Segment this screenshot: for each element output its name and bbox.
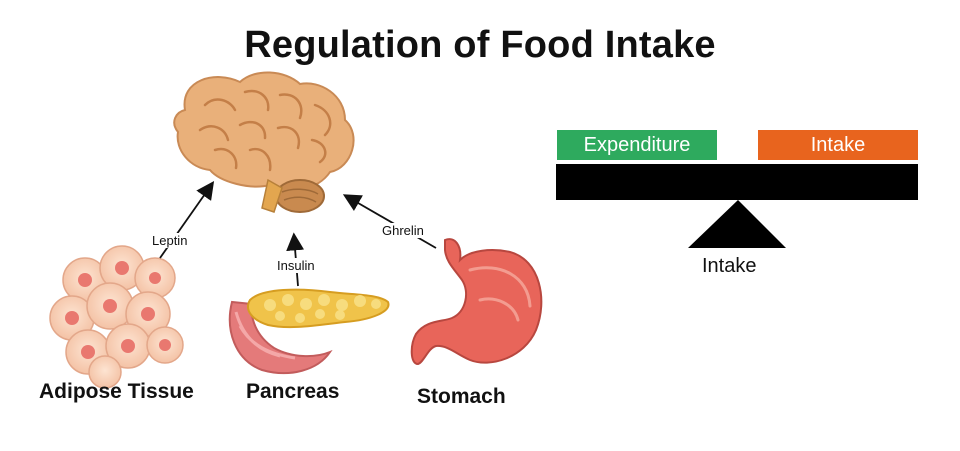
pancreas-icon bbox=[228, 288, 390, 375]
balance-beam bbox=[556, 164, 918, 200]
organ-adipose-label: Adipose Tissue bbox=[39, 380, 194, 403]
adipose-cells-icon bbox=[49, 245, 184, 389]
stomach-icon bbox=[410, 238, 543, 366]
hormone-ghrelin: Ghrelin bbox=[380, 223, 426, 238]
hormone-leptin: Leptin bbox=[150, 233, 190, 248]
page-title: Regulation of Food Intake bbox=[244, 24, 716, 66]
fulcrum-triangle bbox=[688, 200, 786, 248]
expenditure-box: Expenditure bbox=[557, 130, 717, 160]
organ-stomach-label: Stomach bbox=[417, 385, 506, 408]
intake-box: Intake bbox=[758, 130, 918, 160]
ghrelin-arrow bbox=[342, 194, 437, 249]
brain-icon bbox=[173, 71, 355, 213]
organ-pancreas-label: Pancreas bbox=[246, 380, 340, 403]
hormone-insulin: Insulin bbox=[275, 258, 317, 273]
fulcrum-label: Intake bbox=[702, 255, 757, 277]
